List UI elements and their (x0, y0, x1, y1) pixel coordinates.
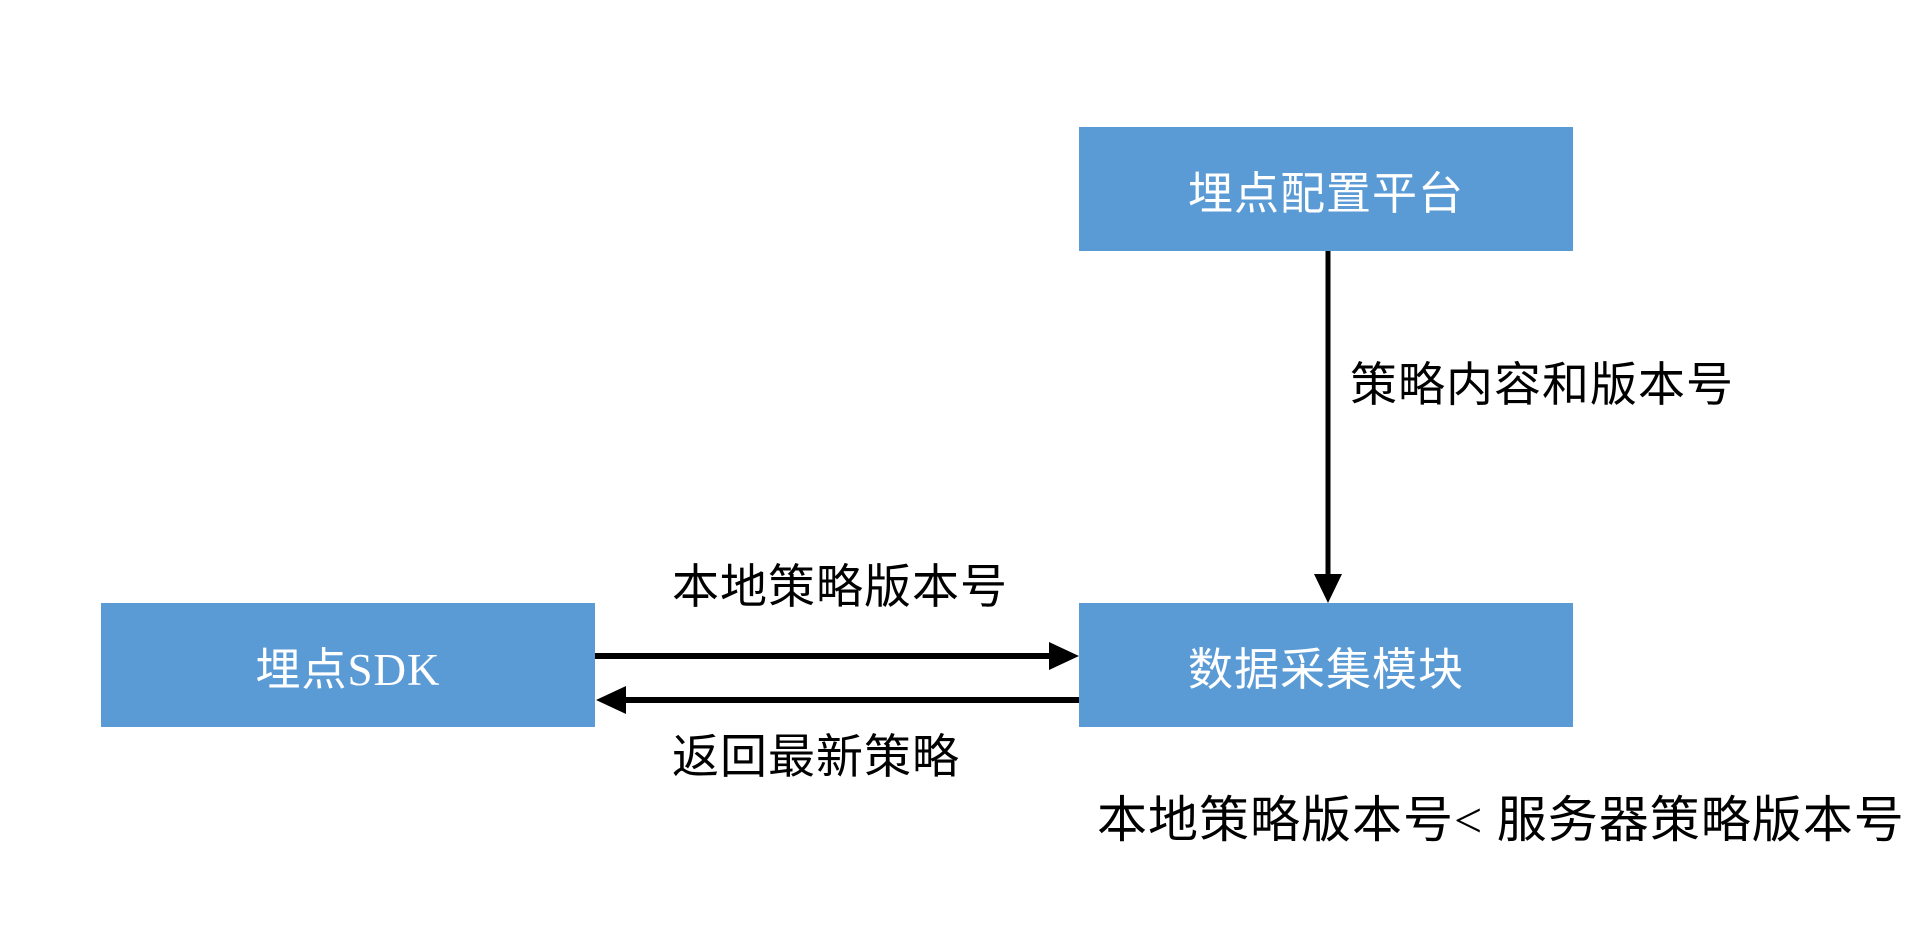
edge-label-local-policy-version: 本地策略版本号 (672, 562, 1008, 614)
node-sdk: 埋点SDK (101, 603, 595, 727)
arrow-config-to-collector (1314, 251, 1342, 603)
arrow-collector-to-sdk (596, 686, 1079, 714)
annotation-version-condition: 本地策略版本号< 服务器策略版本号 (1097, 792, 1905, 848)
node-config-platform: 埋点配置平台 (1079, 127, 1573, 251)
node-data-collector-label: 数据采集模块 (1187, 644, 1464, 695)
node-data-collector: 数据采集模块 (1079, 603, 1573, 727)
node-sdk-label: 埋点SDK (255, 644, 441, 695)
edge-label-policy-content-version: 策略内容和版本号 (1350, 360, 1734, 412)
arrow-sdk-to-collector (595, 642, 1079, 670)
node-config-platform-label: 埋点配置平台 (1187, 168, 1464, 219)
edge-label-return-latest-policy: 返回最新策略 (672, 732, 960, 784)
